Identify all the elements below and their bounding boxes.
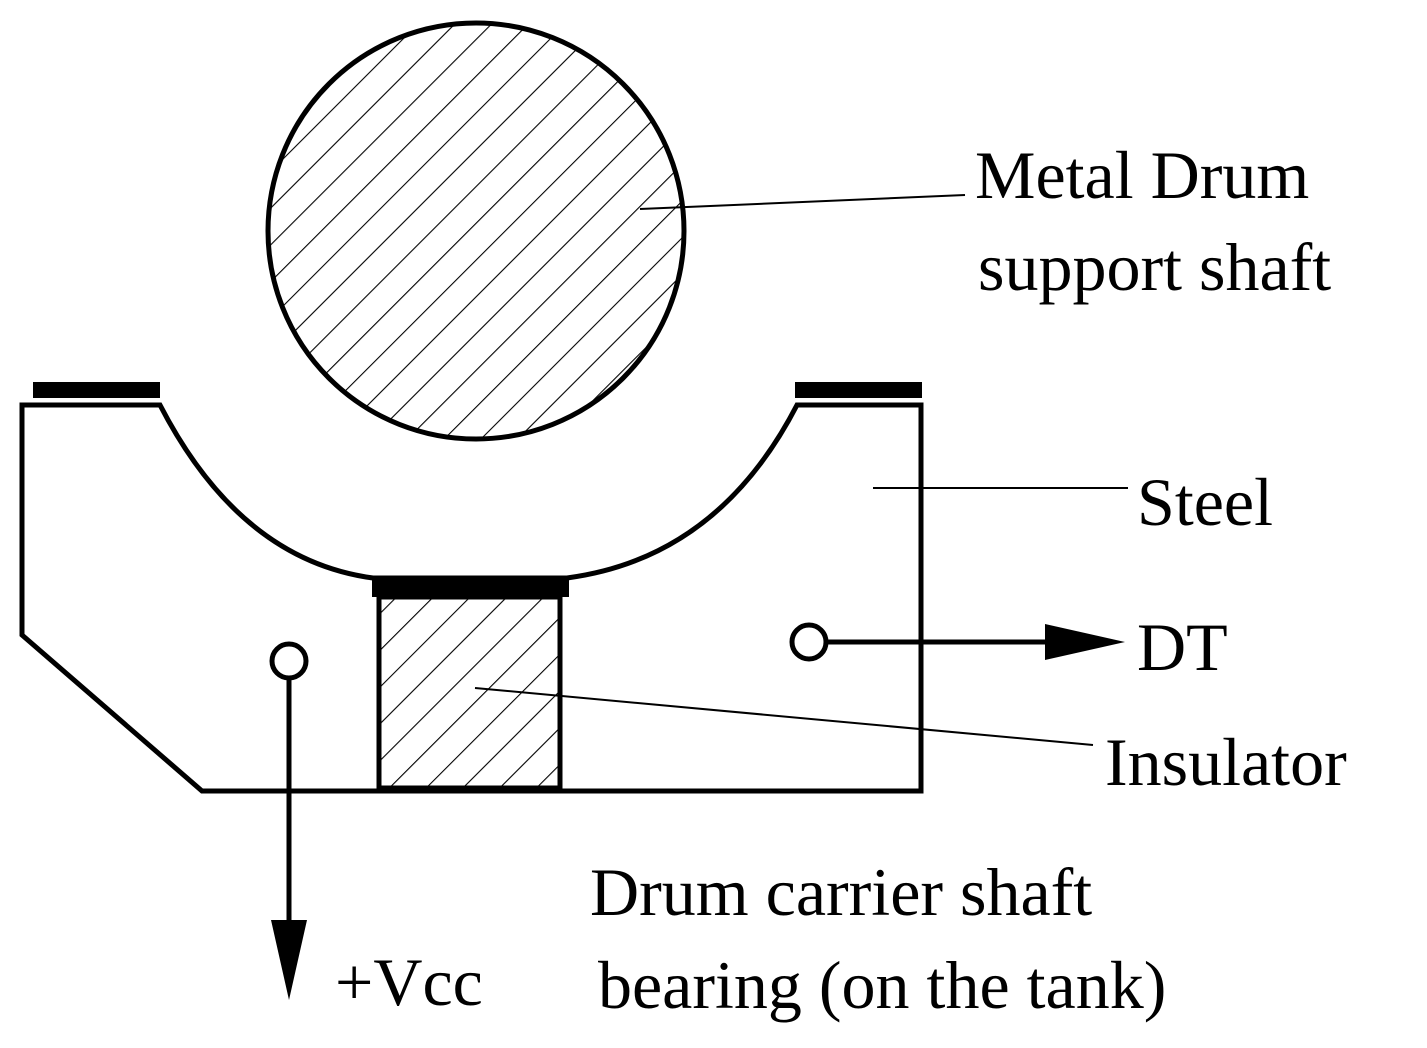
steel-bearing-body [19,402,924,794]
steel-label: Steel [1137,464,1273,540]
shaft-label-line1: Metal Drum [975,137,1309,213]
dt-arrow-head [1045,624,1125,660]
metal-drum-shaft [265,20,687,442]
insulator-leader-line [474,687,1094,746]
dt-terminal [789,622,829,662]
vcc-arrow-head [271,920,307,1000]
contact-strip-left [33,382,160,398]
insulator-label: Insulator [1105,724,1347,800]
bearing-label-line2: bearing (on the tank) [598,947,1166,1023]
vcc-label: +Vcc [335,944,483,1020]
shaft-leader-line [639,194,966,210]
dt-label: DT [1137,609,1228,685]
contact-strip-center [372,579,569,597]
bearing-label-line1: Drum carrier shaft [590,854,1092,930]
contact-strip-right [795,382,922,398]
vcc-terminal [269,641,309,681]
shaft-label-line2: support shaft [978,229,1331,305]
